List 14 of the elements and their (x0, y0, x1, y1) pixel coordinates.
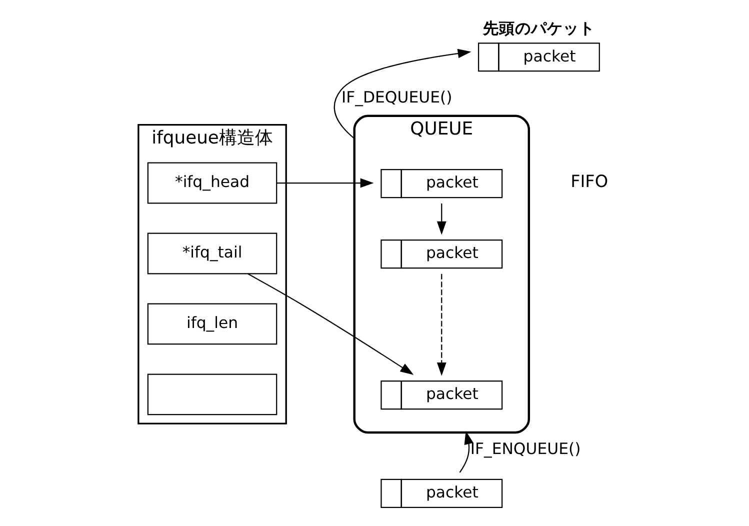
arrow (276, 178, 374, 188)
label: FIFO (570, 170, 608, 191)
node-box: *ifq_tail (147, 232, 278, 274)
node-box: *ifq_head (147, 162, 278, 204)
arrow (436, 204, 446, 235)
node-box (147, 374, 278, 416)
arrow (459, 430, 474, 473)
arrow (436, 274, 446, 376)
arrow (334, 48, 472, 139)
node-label: 先頭のパケット (483, 18, 596, 38)
node-box: ifq_len (147, 303, 278, 345)
edge-label: IF_DEQUEUE() (342, 88, 452, 107)
arrow (248, 273, 414, 375)
edge-label: IF_ENQUEUE() (470, 438, 581, 458)
